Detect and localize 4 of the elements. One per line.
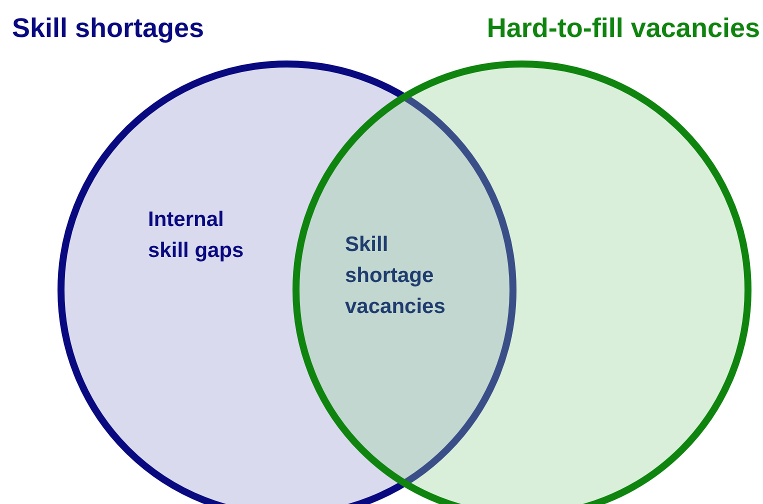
set-heading: Skill shortages [12,13,204,44]
set-heading: Hard-to-fill vacancies [486,13,760,44]
region-label: Internal skill gaps [148,207,245,264]
overlap-label: Skill shortage vacancies [345,232,446,320]
